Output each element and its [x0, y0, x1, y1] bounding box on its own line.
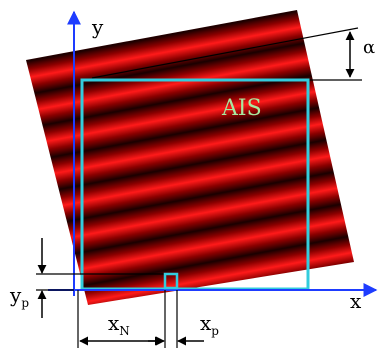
- xp-main: x: [200, 311, 212, 335]
- ais-label: AIS: [221, 96, 262, 121]
- alpha-label: α: [363, 37, 375, 58]
- alpha-tilt-line: [91, 27, 359, 79]
- x-axis-label: x: [350, 289, 362, 313]
- xn-sub: N: [119, 324, 130, 338]
- xp-sub: p: [211, 324, 219, 338]
- yp-main: y: [9, 283, 22, 307]
- xn-label: xN: [108, 311, 130, 338]
- xn-main: x: [108, 311, 120, 335]
- pixel-box: [163, 272, 179, 290]
- yp-label: yp: [9, 283, 29, 310]
- y-axis-label: y: [91, 15, 104, 39]
- xp-label: xp: [200, 311, 219, 338]
- yp-sub: p: [21, 296, 29, 310]
